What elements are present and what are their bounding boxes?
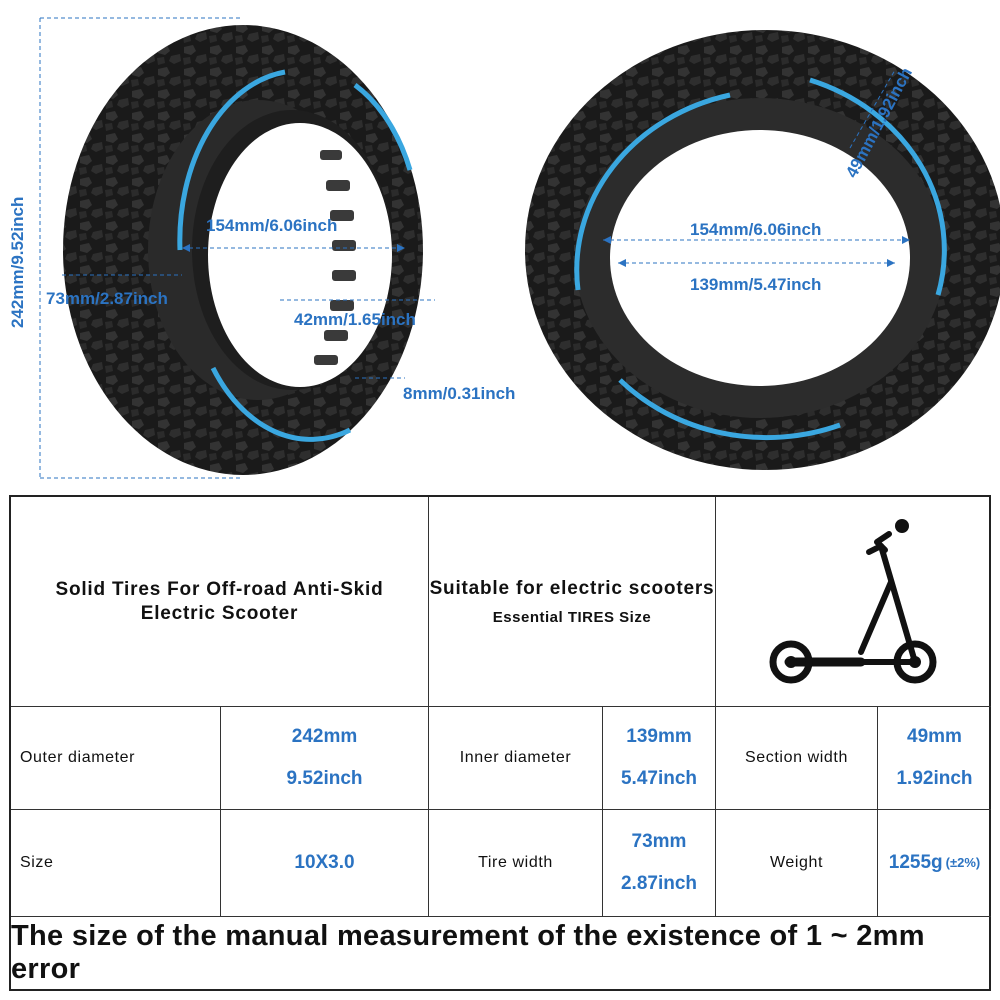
electric-scooter-icon [769, 518, 936, 683]
outer-diameter-label-cell: Outer diameter [11, 707, 221, 810]
size-label-cell: Size [11, 810, 221, 917]
inner-diameter-inch: 5.47inch [620, 768, 698, 789]
left-tire-icon [63, 25, 423, 475]
section-width-value-cell: 49mm 1.92inch [878, 707, 991, 810]
section-width-label: Section width [745, 749, 848, 766]
right-inner-bottom-label: 139mm/5.47inch [690, 275, 822, 294]
outer-diameter-mm: 242mm [291, 726, 358, 747]
spec-table: Solid Tires For Off-road Anti-Skid Elect… [9, 495, 991, 991]
size-label: Size [20, 854, 54, 871]
size-value-cell: 10X3.0 [221, 810, 429, 917]
tire-width-inch: 2.87inch [620, 873, 698, 894]
outer-diameter-value-cell: 242mm 9.52inch [221, 707, 429, 810]
outer-height-label: 242mm/9.52inch [8, 196, 27, 328]
weight-value-cell: 1255g (±2%) [878, 810, 991, 917]
right-inner-top-label: 154mm/6.06inch [690, 220, 822, 239]
tire-width-value-cell: 73mm 2.87inch [603, 810, 716, 917]
section-width-label-cell: Section width [716, 707, 878, 810]
tire-width-mm: 73mm [631, 831, 687, 852]
inner-diameter-label-cell: Inner diameter [429, 707, 603, 810]
section-width-inch: 1.92inch [896, 768, 973, 789]
weight-note: (±2%) [945, 855, 981, 870]
left-inner-label: 154mm/6.06inch [206, 216, 338, 235]
weight-value: 1255g [888, 852, 943, 873]
weight-label-cell: Weight [716, 810, 878, 917]
inner-diameter-value-cell: 139mm 5.47inch [603, 707, 716, 810]
suitable-cell: Suitable for electric scooters Essential… [429, 497, 716, 707]
size-value: 10X3.0 [294, 852, 355, 873]
outer-diameter-label: Outer diameter [20, 749, 136, 766]
essential-subtitle: Essential TIRES Size [492, 609, 652, 626]
weight-label: Weight [769, 854, 824, 871]
product-title: Solid Tires For Off-road Anti-Skid Elect… [55, 578, 384, 624]
right-tire-icon [525, 30, 1000, 470]
measurement-note: The size of the manual measurement of th… [11, 920, 925, 985]
tire-width-label-cell: Tire width [429, 810, 603, 917]
suitable-title: Suitable for electric scooters [429, 578, 715, 599]
tire-width-label: Tire width [478, 854, 553, 871]
tires-svg [39, 17, 1000, 479]
left-hub-label: 42mm/1.65inch [294, 310, 416, 329]
section-width-mm: 49mm [907, 726, 962, 747]
scooter-cell [716, 497, 991, 707]
left-rim-label: 8mm/0.31inch [403, 384, 516, 403]
left-width-label: 73mm/2.87inch [46, 289, 168, 308]
outer-diameter-inch: 9.52inch [286, 768, 363, 789]
inner-diameter-label: Inner diameter [459, 749, 572, 766]
tire-illustration: 242mm/9.52inch 154mm/6.06inch 73mm/2.87i… [0, 0, 1000, 490]
product-title-cell: Solid Tires For Off-road Anti-Skid Elect… [11, 497, 429, 707]
inner-diameter-mm: 139mm [626, 726, 692, 747]
